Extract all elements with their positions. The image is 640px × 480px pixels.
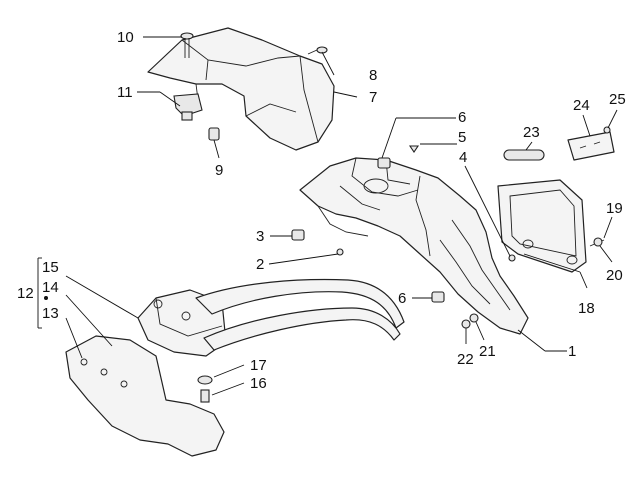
nut-21-part: [469, 313, 479, 323]
callout-9: 9: [215, 162, 223, 179]
callout-16: 16: [250, 375, 267, 392]
callout-8: 8: [369, 67, 377, 84]
callout-5: 5: [458, 129, 466, 146]
screw-8-part: [307, 46, 328, 55]
callout-labels: 1 2 3 4 5 6 6 7 8 9 10 11 12 13 14 15 16…: [17, 29, 626, 392]
clip-nut-6a-part: [377, 157, 391, 169]
callout-11: 11: [117, 84, 133, 101]
plate-holder-part: [497, 179, 587, 273]
callout-14: 14: [42, 279, 59, 296]
callout-21: 21: [479, 343, 496, 360]
callout-20: 20: [606, 267, 623, 284]
clip-nut-9-part: [208, 127, 220, 141]
plate-lamp-24-part: [567, 131, 615, 161]
callout-6b: 6: [398, 290, 406, 307]
cover-bracket-part: [173, 93, 203, 121]
callout-25: 25: [609, 91, 626, 108]
callout-19: 19: [606, 200, 623, 217]
screw-5-part: [408, 145, 420, 153]
callout-2: 2: [256, 256, 264, 273]
reflector-23-part: [503, 149, 545, 161]
leader-lines: [37, 36, 618, 396]
clip-nut-6b-part: [431, 291, 445, 303]
rear-cover-part: [147, 27, 335, 151]
screw-4-part: [508, 254, 516, 262]
callout-17: 17: [250, 357, 267, 374]
callout-22: 22: [457, 351, 474, 368]
washer-17-part: [197, 375, 213, 385]
callout-3: 3: [256, 228, 264, 245]
callout-1: 1: [568, 343, 576, 360]
callout-6a: 6: [458, 109, 466, 126]
callout-7: 7: [369, 89, 377, 106]
screw-2-part: [336, 248, 344, 256]
screw-25-part: [603, 126, 611, 134]
callout-12: 12: [17, 285, 34, 302]
callout-24: 24: [573, 97, 590, 114]
clip-3-part: [291, 229, 305, 241]
bolt-16-part: [200, 389, 210, 403]
callout-13: 13: [42, 305, 59, 322]
washer-20-part: [593, 237, 603, 247]
callout-10: 10: [117, 29, 134, 46]
callout-4: 4: [459, 149, 467, 166]
callout-23: 23: [523, 124, 540, 141]
screw-10-part: [180, 32, 194, 58]
callout-15: 15: [42, 259, 59, 276]
mudflap-bracket-part: [137, 278, 405, 357]
washer-22-part: [461, 319, 471, 329]
mudguard-frame-part: [299, 157, 529, 335]
mudflap-13-part: [65, 335, 225, 457]
callout-18: 18: [578, 300, 595, 317]
